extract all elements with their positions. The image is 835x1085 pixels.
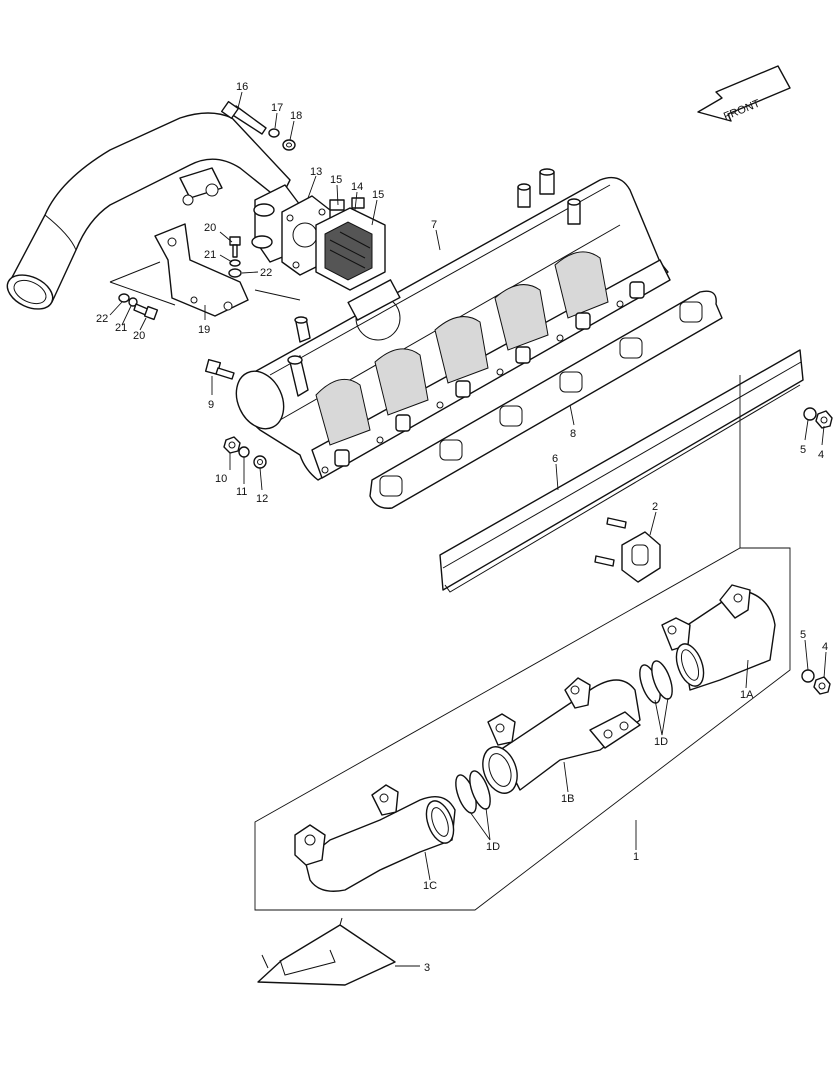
callout-5-lower: 5 [800,629,806,641]
callout-6: 6 [552,453,558,465]
nut-4-lower [813,676,831,695]
callout-7: 7 [431,219,437,231]
washer-17 [268,128,280,138]
callout-12: 12 [256,493,268,505]
callout-22-lower: 22 [96,313,108,325]
callout-16: 16 [236,81,248,93]
washer-5-lower [801,669,815,683]
intake-manifold [235,168,671,481]
seal-ring-lower-b [469,770,491,810]
callout-8: 8 [570,428,576,440]
washer-hole [286,142,292,148]
callout-11: 11 [236,486,247,498]
support-bracket [109,223,301,317]
fastener-set-lower [118,293,159,321]
callout-2: 2 [652,501,658,513]
callout-9: 9 [208,399,214,411]
callout-21-lower: 21 [115,322,127,334]
bolt-16 [220,100,267,135]
heat-shield [439,349,804,593]
callout-19: 19 [198,324,210,336]
manifold-gasket [369,290,723,509]
exhaust-section-1C [294,784,456,892]
leader-lines [109,91,827,967]
callout-10: 10 [215,473,227,485]
intake-elbow-pipe [6,112,301,310]
callout-15-left: 15 [330,174,342,186]
callout-4-lower: 4 [822,641,828,653]
callout-labels: 16 17 18 13 15 14 15 7 20 21 22 22 21 20… [96,81,828,974]
callout-22-upper: 22 [260,267,272,279]
callout-3: 3 [424,962,430,974]
callout-18: 18 [290,110,302,122]
washer-12-hole [257,459,263,465]
fastener-set-upper [228,236,242,278]
exhaust-section-1A [661,584,776,691]
exhaust-section-1B [482,677,641,794]
callout-1B: 1B [561,793,574,805]
callout-15-right: 15 [372,189,384,201]
intake-heater-block [315,197,386,291]
callout-1A: 1A [740,689,754,701]
exhaust-gasket [594,517,661,583]
washer-11 [238,446,250,458]
nut-4-upper [815,410,833,429]
bolt-9 [204,358,235,380]
callout-13: 13 [310,166,322,178]
lower-heat-shield [257,917,396,986]
callout-21-upper: 21 [204,249,216,261]
washer-5-upper [803,407,817,421]
callout-1D-lower: 1D [486,841,500,853]
callout-1C: 1C [423,880,437,892]
callout-5-upper: 5 [800,444,806,456]
callout-14: 14 [351,181,363,193]
callout-17: 17 [271,102,283,114]
callout-20-lower: 20 [133,330,145,342]
callout-1: 1 [633,851,639,863]
seal-ring-upper-b [651,660,673,700]
callout-4-upper: 4 [818,449,824,461]
nut-10 [223,436,241,454]
callout-20-upper: 20 [204,222,216,234]
front-direction-arrow: FRONT [697,65,791,123]
callout-1D-upper: 1D [654,736,668,748]
